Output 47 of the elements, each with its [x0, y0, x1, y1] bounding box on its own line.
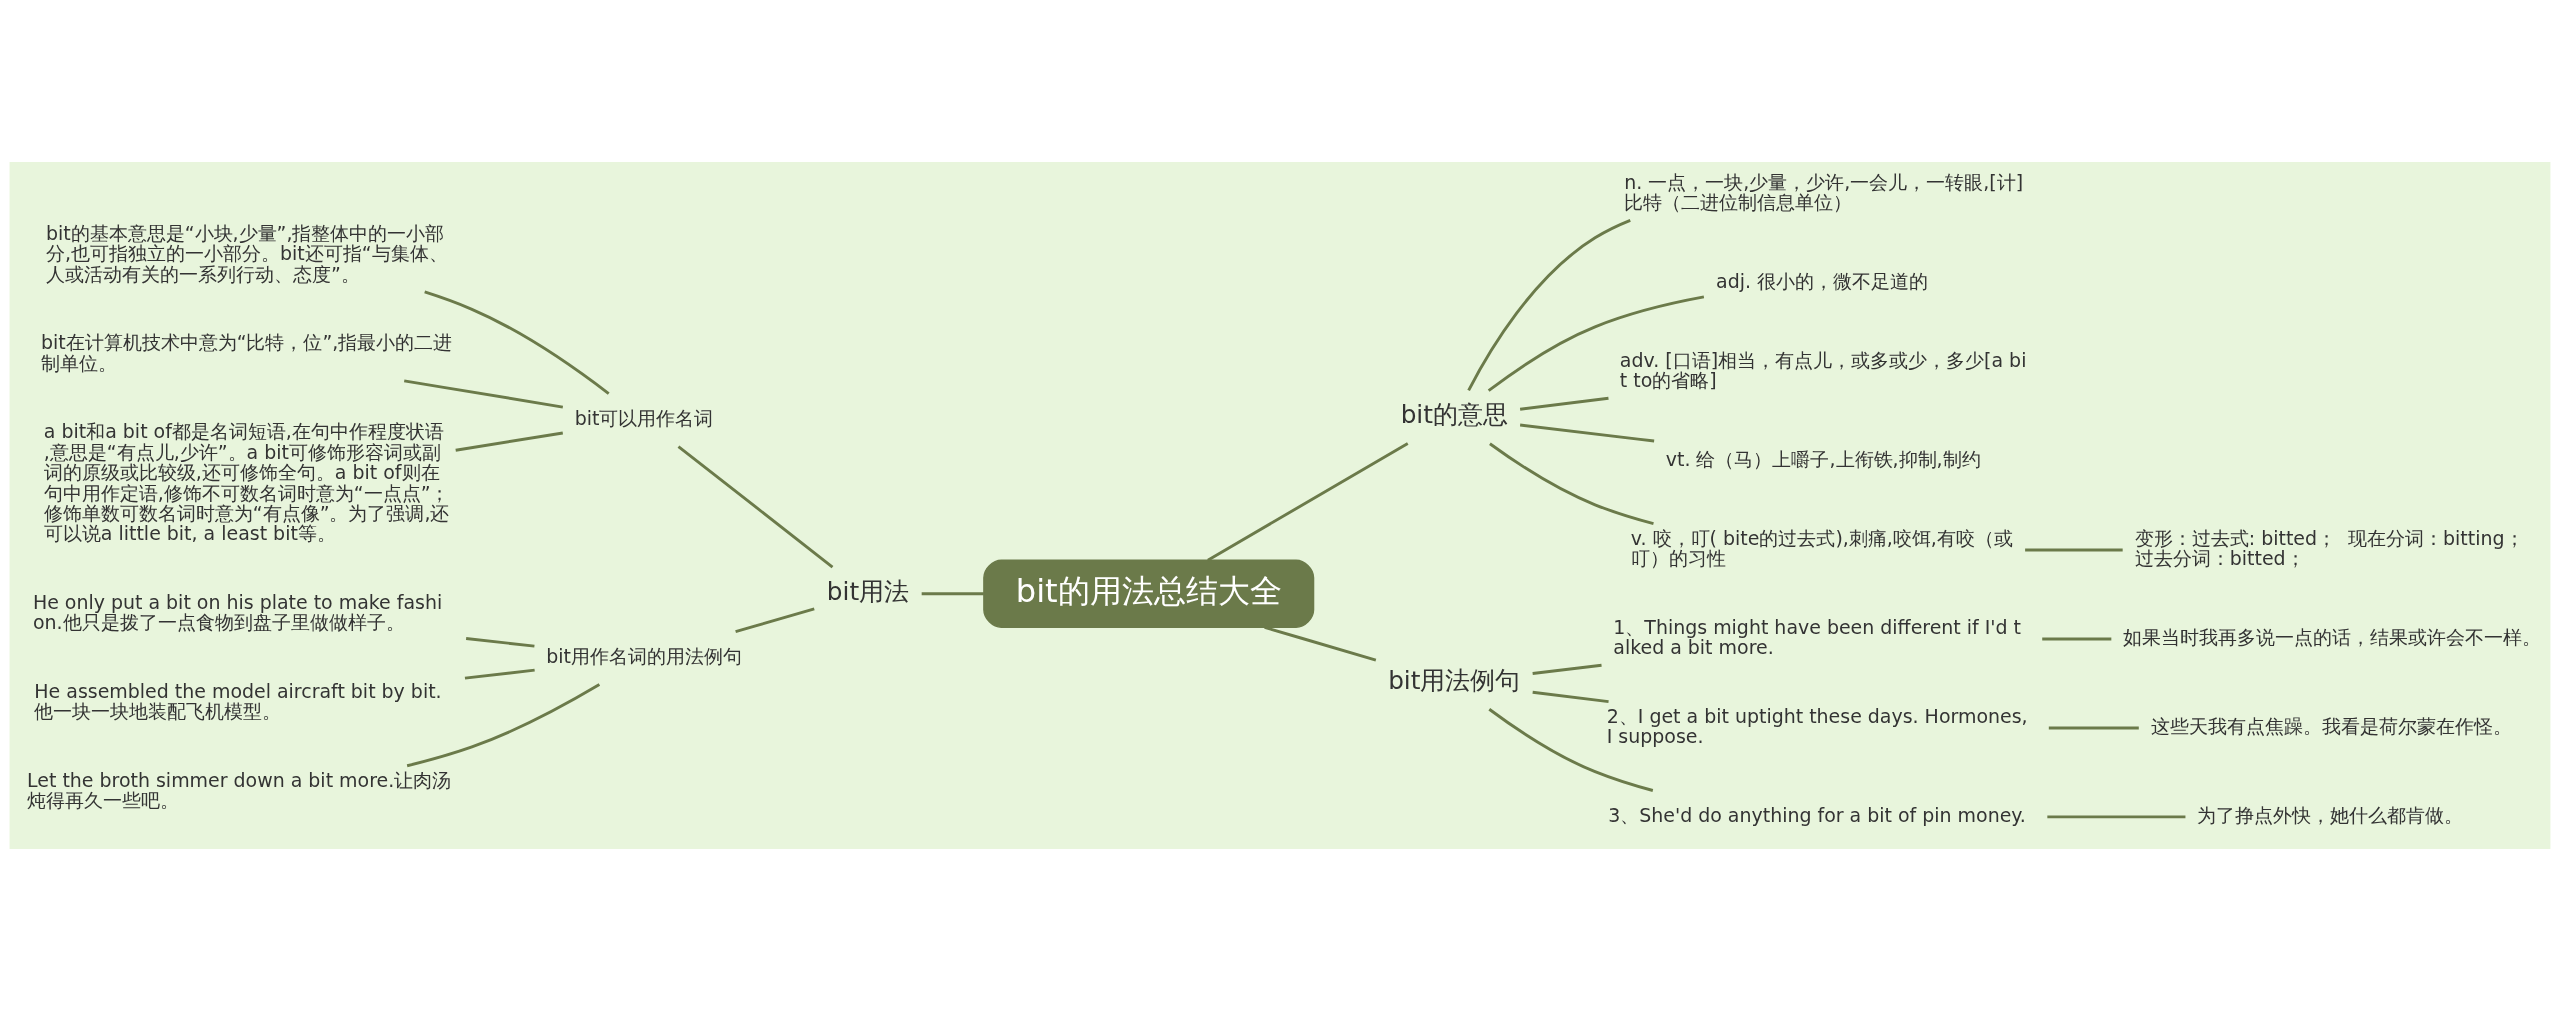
- connector: [1467, 219, 1631, 392]
- connector: [677, 445, 834, 569]
- connector: [1487, 295, 1705, 392]
- connector: [2042, 637, 2112, 641]
- node-text: 如果当时我再多说一点的话，结果或许会不一样。: [2123, 625, 2542, 648]
- node-text: adv. [口语]相当，有点儿，或多或少，多少[a bit to的省略]: [1619, 348, 2027, 392]
- connector: [2025, 548, 2123, 552]
- connector: [406, 683, 601, 768]
- connector: [1519, 396, 1609, 411]
- node-text: 2、I get a bit uptight these days. Hormones, I suppose.: [1606, 704, 2028, 748]
- node-text: Let the broth simmer down a bit more.让肉汤炖得再久一些吧。: [27, 768, 452, 812]
- connector: [921, 592, 984, 596]
- node-text: bit用法: [826, 576, 910, 606]
- node-text: He assembled the model aircraft bit by bit.他一块一块地装配飞机模型。: [34, 679, 442, 723]
- node-text: n. 一点，一块,少量，少许,一会儿，一转眼,[计] 比特（二进位制信息单位）: [1624, 170, 2024, 214]
- connector: [455, 431, 564, 452]
- node-text: bit用法例句: [1388, 665, 1521, 695]
- connector: [735, 607, 815, 634]
- connector: [1489, 442, 1654, 526]
- node-text: He only put a bit on his plate to make fashion.他只是拨了一点食物到盘子里做做样子。: [32, 590, 443, 634]
- connector: [2048, 726, 2139, 730]
- connector: [1532, 663, 1602, 675]
- connector: [403, 379, 564, 409]
- node-text: 3、She'd do anything for a bit of pin money.: [1608, 803, 2026, 826]
- connector: [1207, 442, 1409, 562]
- connector: [424, 290, 610, 395]
- connector: [1488, 708, 1654, 792]
- node-text: 变形：过去式: bitted； 现在分词：bitting；过去分词：bitted；: [2134, 526, 2524, 570]
- connector: [1519, 423, 1655, 443]
- connector: [2047, 815, 2186, 819]
- node-text: 这些天我有点焦躁。我看是荷尔蒙在作怪。: [2150, 714, 2512, 737]
- node-text: 为了挣点外快，她什么都肯做。: [2197, 803, 2464, 826]
- node-text: bit的基本意思是“小块,少量”,指整体中的一小部分,也可指独立的一小部分。bit还可指“与集体、人或活动有关的一系列行动、态度”。: [46, 221, 448, 285]
- connector: [1532, 690, 1609, 704]
- node-box: bit的用法总结大全: [983, 559, 1315, 628]
- node-text: a bit和a bit of都是名词短语,在句中作程度状语,意思是“有点儿,少许”。a bit可修饰形容词或副词的原级或比较级,还可修饰全句。a bit of则在句中用作定语,修饰不可数名词时意为“一点点”；修饰单数可数名词时意为“有点像”。为了强调,还可以说a little bit, a least bit等。: [43, 420, 450, 545]
- node-text: bit在计算机技术中意为“比特，位”,指最小的二进制单位。: [40, 331, 453, 374]
- node-text: bit的意思: [1400, 400, 1508, 430]
- connector: [465, 637, 535, 648]
- connector: [464, 668, 535, 680]
- node-text: adj. 很小的，微不足道的: [1716, 270, 1929, 293]
- node-text: 1、Things might have been different if I'd talked a bit more.: [1613, 615, 2022, 659]
- node-text: vt. 给（马）上嚼子,上衔铁,抑制,制约: [1665, 447, 1981, 470]
- node-text: bit用作名词的用法例句: [546, 644, 743, 667]
- node-text: bit可以用作名词: [574, 407, 714, 430]
- node-text: v. 咬，叮( bite的过去式),刺痛,咬饵,有咬（或叮）的习性: [1630, 526, 2013, 570]
- connector: [1264, 625, 1377, 662]
